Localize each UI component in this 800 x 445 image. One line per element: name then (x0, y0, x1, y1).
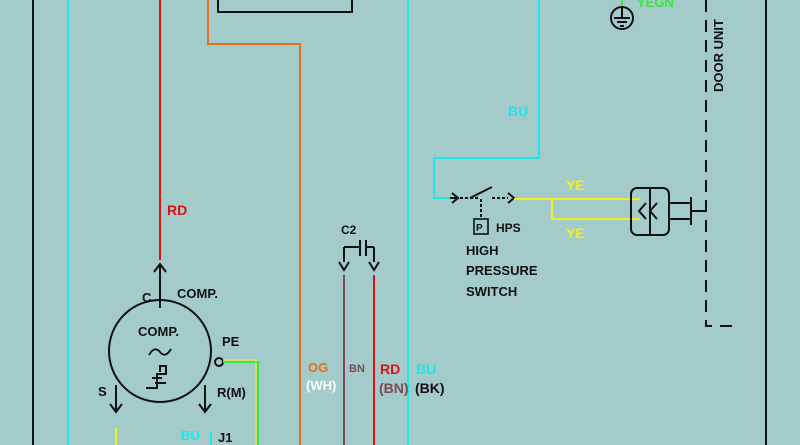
label-ye-lower: YE (566, 225, 585, 241)
r-arrow (198, 403, 212, 414)
label-bu-right: BU (416, 361, 436, 377)
orange-wire-og (207, 0, 301, 445)
door-unit-boundary (705, 0, 738, 327)
label-bk-paren: (BK) (415, 380, 445, 396)
red-wire-arrow (153, 262, 167, 273)
label-wh: (WH) (306, 378, 336, 393)
label-s: S (98, 384, 107, 399)
label-comp-inner: COMP. (138, 324, 179, 339)
label-bn: BN (349, 363, 365, 375)
label-door-unit: DOOR UNIT (711, 19, 726, 92)
yellow-wire-lower (551, 199, 640, 220)
label-bn-paren: (BN) (379, 380, 409, 396)
label-pe: PE (222, 334, 240, 349)
label-hps-code: HPS (496, 221, 521, 235)
label-bu-bottom: BU (181, 428, 200, 443)
door-unit-connector (630, 187, 706, 236)
label-og: OG (308, 360, 328, 375)
label-c2: C2 (341, 223, 357, 237)
label-hps-p: P (476, 223, 483, 234)
label-j1: J1 (218, 430, 232, 445)
label-rd-bottom: RD (380, 361, 400, 377)
green-yellow-ground-wire (223, 361, 259, 445)
label-rd-mid: RD (167, 202, 187, 218)
label-hps-line1: HIGH (466, 243, 499, 258)
label-comp-c: C (142, 290, 152, 305)
label-bu-top: BU (508, 103, 528, 119)
cyan-wire-bu (433, 157, 539, 199)
s-arrow (109, 403, 123, 414)
high-pressure-switch (450, 186, 516, 235)
label-comp-title: COMP. (177, 286, 218, 301)
label-rm: R(M) (217, 385, 246, 400)
label-ye-upper: YE (566, 177, 585, 193)
ground-symbol (610, 0, 634, 30)
green-yellow-ground-wire-stripe (223, 359, 257, 445)
top-component-box (217, 0, 353, 13)
label-hps-line3: SWITCH (466, 284, 517, 299)
capacitor-c2 (338, 240, 380, 272)
compressor-symbol (108, 299, 212, 403)
label-hps-line2: PRESSURE (466, 263, 538, 278)
label-yegn: YEGN (637, 0, 674, 10)
